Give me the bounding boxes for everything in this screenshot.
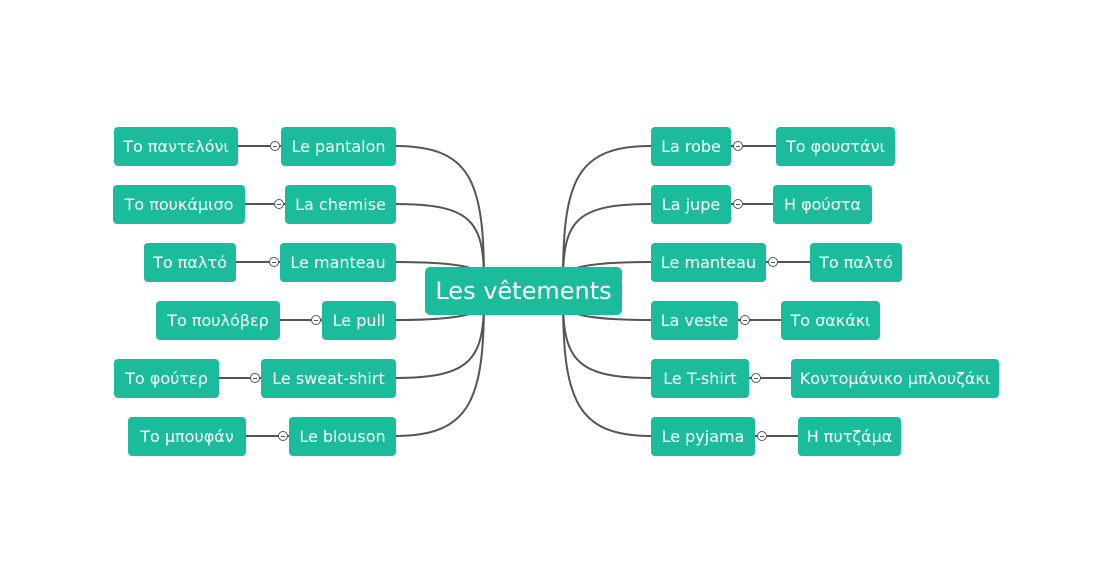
topic-translation-to-palto-left[interactable]: Το παλτό [144,243,236,282]
topic-le-manteau-right[interactable]: Le manteau [651,243,766,282]
collapse-toggle-icon[interactable] [311,315,321,325]
topic-translation-to-boufan[interactable]: Το μπουφάν [128,417,246,456]
collapse-toggle-icon[interactable] [274,199,284,209]
connector-root-le-pyjama [562,299,652,437]
connector-root-la-robe [562,145,652,281]
topic-translation-to-panteloni[interactable]: Το παντελόνι [114,127,238,166]
topic-le-pyjama[interactable]: Le pyjama [651,417,755,456]
collapse-toggle-icon[interactable] [270,141,280,151]
topic-translation-to-poukamiso[interactable]: Το πουκάμισο [113,185,245,224]
collapse-toggle-icon[interactable] [768,257,778,267]
topic-la-veste[interactable]: La veste [651,301,738,340]
topic-translation-to-foustani[interactable]: Το φουστάνι [776,127,895,166]
topic-translation-to-palto-right[interactable]: Το παλτό [810,243,902,282]
topic-translation-kontomaniko-blouzaki[interactable]: Κοντομάνικο μπλουζάκι [791,359,999,398]
topic-le-manteau-left[interactable]: Le manteau [280,243,396,282]
topic-la-chemise[interactable]: La chemise [285,185,396,224]
collapse-toggle-icon[interactable] [751,373,761,383]
topic-le-pull[interactable]: Le pull [322,301,396,340]
collapse-toggle-icon[interactable] [740,315,750,325]
topic-le-blouson[interactable]: Le blouson [289,417,396,456]
topic-le-pantalon[interactable]: Le pantalon [281,127,396,166]
collapse-toggle-icon[interactable] [269,257,279,267]
topic-translation-i-fousta[interactable]: Η φούστα [773,185,872,224]
collapse-toggle-icon[interactable] [278,431,288,441]
connector-root-le-blouson [394,299,485,437]
collapse-toggle-icon[interactable] [250,373,260,383]
connector-root-la-chemise [394,203,485,281]
topic-le-t-shirt[interactable]: Le T-shirt [651,359,749,398]
connector-root-la-jupe [562,203,652,281]
collapse-toggle-icon[interactable] [733,141,743,151]
connector-root-le-pantalon [394,145,485,281]
topic-la-jupe[interactable]: La jupe [651,185,731,224]
root-topic[interactable]: Les vêtements [425,267,622,315]
collapse-toggle-icon[interactable] [733,199,743,209]
topic-le-sweat-shirt[interactable]: Le sweat-shirt [261,359,396,398]
topic-la-robe[interactable]: La robe [651,127,731,166]
topic-translation-to-poulover[interactable]: Το πουλόβερ [156,301,280,340]
topic-translation-to-footer[interactable]: Το φούτερ [114,359,219,398]
topic-translation-i-pitzama[interactable]: Η πυτζάμα [798,417,901,456]
collapse-toggle-icon[interactable] [757,431,767,441]
topic-translation-to-sakaki[interactable]: Το σακάκι [781,301,880,340]
